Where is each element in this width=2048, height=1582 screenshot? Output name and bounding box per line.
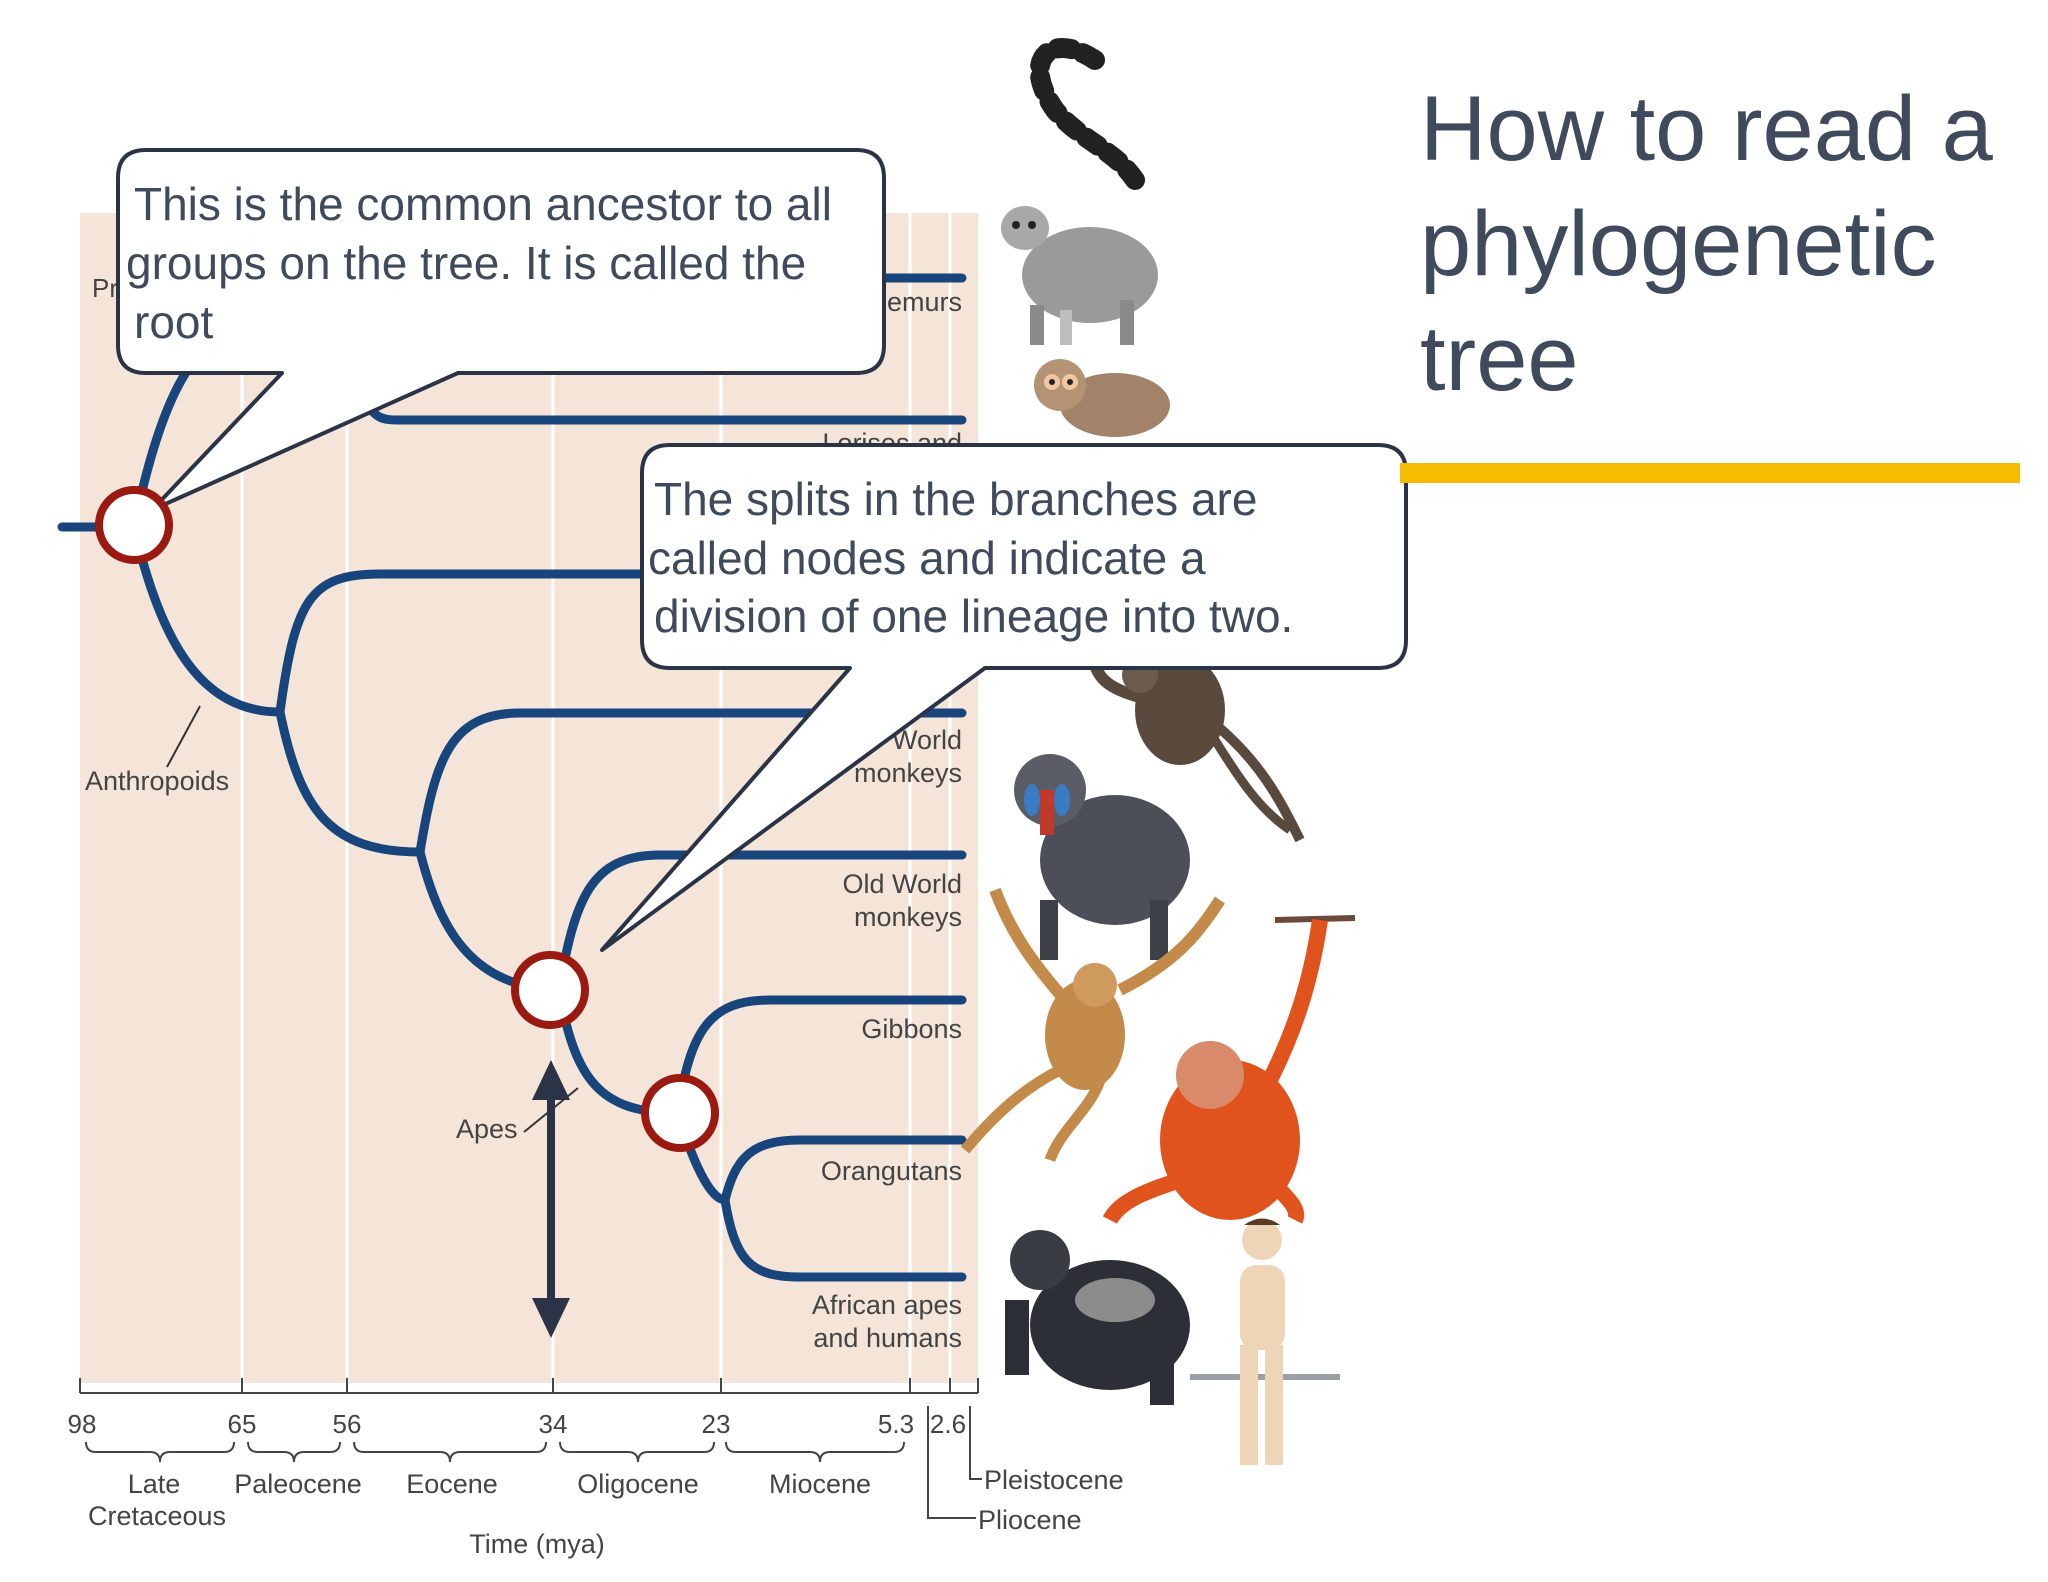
tip-label-old-world-line2: monkeys — [854, 902, 962, 932]
african-ape-branch — [720, 1195, 967, 1282]
callout-nodes-line3: division of one lineage into two. — [654, 590, 1293, 642]
callout-root-bubble — [116, 148, 886, 512]
great-ape-node-branch — [720, 1135, 967, 1205]
epoch-labels: Late Cretaceous Paleocene Eocene Oligoce… — [88, 1465, 1124, 1559]
tree-panel-background — [80, 213, 978, 1383]
title-accent-bar — [1400, 463, 2020, 483]
orangutan-illustration — [1102, 915, 1356, 1225]
slide-title-line1: How to read a — [1420, 78, 1993, 180]
human-illustration — [1190, 1218, 1340, 1465]
tick-label-23: 23 — [702, 1409, 731, 1439]
axis-title: Time (mya) — [469, 1529, 605, 1559]
epoch-pliocene: Pliocene — [978, 1505, 1082, 1535]
epoch-late-cretaceous-line2: Cretaceous — [88, 1501, 226, 1531]
double-arrow — [532, 1060, 570, 1338]
pleistocene-bracket — [969, 1406, 982, 1480]
epoch-paleocene: Paleocene — [234, 1469, 362, 1499]
tip-label-new-world-line2: monkeys — [854, 758, 962, 788]
node-markers — [95, 486, 719, 1152]
slide-title-line2: phylogenetic — [1420, 193, 1937, 295]
ring-tailed-lemur-illustration — [1001, 38, 1158, 345]
tick-label-2-6: 2.6 — [930, 1409, 966, 1439]
callout-root: This is the common ancestor to all group… — [116, 148, 886, 512]
tick-label-98: 98 — [68, 1409, 97, 1439]
epoch-pleistocene: Pleistocene — [984, 1465, 1124, 1495]
tip-label-orangutans: Orangutans — [821, 1156, 962, 1186]
ape-node-marker — [641, 1074, 719, 1152]
clade-label-anthropoids: Anthropoids — [85, 766, 229, 796]
callout-nodes-line1: The splits in the branches are — [654, 473, 1257, 525]
time-axis — [79, 1378, 982, 1519]
anthropoid-node-lower-branch — [275, 707, 425, 857]
callout-root-line2: groups on the tree. It is called the — [126, 237, 806, 289]
clade-label-apes: Apes — [456, 1114, 518, 1144]
new-world-branch — [415, 708, 967, 857]
axis-tick-labels: 98 65 56 34 23 5.3 2.6 — [68, 1409, 967, 1439]
epoch-miocene: Miocene — [769, 1469, 871, 1499]
brace-eocene — [353, 1441, 547, 1463]
tick-label-5-3: 5.3 — [878, 1409, 914, 1439]
loris-illustration — [1034, 359, 1170, 437]
callout-root-line1: This is the common ancestor to all — [134, 178, 832, 230]
tick-label-34: 34 — [539, 1409, 568, 1439]
root-node-marker — [95, 486, 173, 564]
slide-title: How to read a phylogenetic tree — [1420, 72, 2040, 417]
callout-nodes-bubble — [600, 443, 1408, 952]
brace-paleocene — [247, 1441, 341, 1463]
epoch-late-cretaceous-line1: Late — [128, 1469, 181, 1499]
clade-label-primates: Pr — [92, 273, 118, 303]
mandrill-illustration — [1014, 754, 1190, 960]
brace-late-cretaceous — [85, 1441, 235, 1463]
anthropoid-node-marker — [511, 951, 589, 1029]
epoch-oligocene: Oligocene — [577, 1469, 699, 1499]
tip-label-african-line1: African apes — [812, 1290, 962, 1320]
tip-label-lemurs: emurs — [887, 287, 962, 317]
slide-title-line3: tree — [1420, 308, 1579, 410]
pliocene-bracket — [927, 1406, 976, 1519]
anthropoid-branch — [129, 522, 285, 717]
callout-nodes: The splits in the branches are called no… — [600, 443, 1408, 952]
animal-illustrations — [960, 38, 1356, 1465]
brace-miocene — [725, 1441, 905, 1463]
tip-label-gibbons: Gibbons — [861, 1014, 962, 1044]
tip-label-old-world-line1: Old World — [842, 869, 962, 899]
tick-label-65: 65 — [228, 1409, 257, 1439]
gorilla-illustration — [1005, 1230, 1190, 1405]
gibbon-illustration — [960, 887, 1225, 1162]
tick-label-56: 56 — [333, 1409, 362, 1439]
brace-oligocene — [559, 1441, 715, 1463]
callout-root-line3: root — [134, 296, 213, 348]
epoch-eocene: Eocene — [406, 1469, 498, 1499]
tip-label-african-line2: and humans — [813, 1323, 962, 1353]
anthropoid-node-upper-branch — [275, 569, 967, 717]
callout-nodes-line2: called nodes and indicate a — [648, 532, 1206, 584]
